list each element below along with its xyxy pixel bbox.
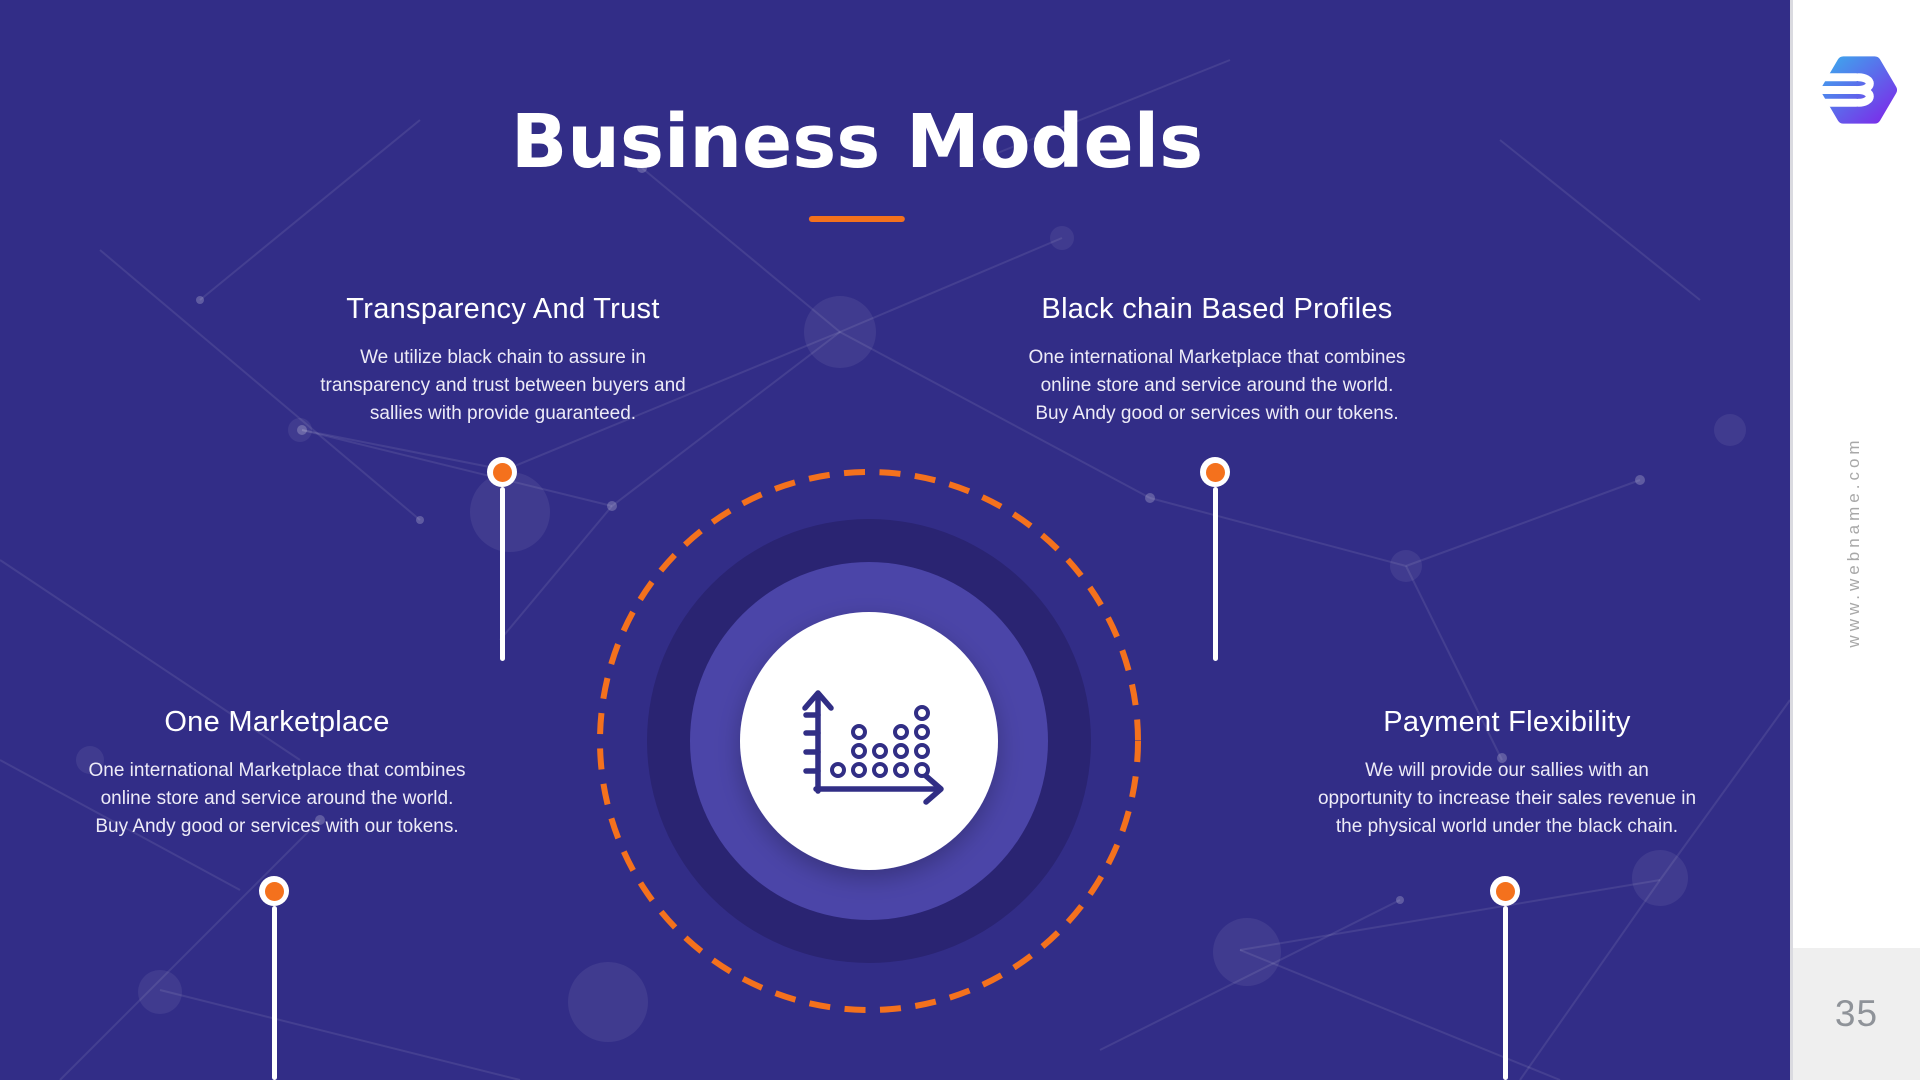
slide-main-area: Business Models <box>0 0 1790 1080</box>
marker-stem-line <box>272 906 277 1080</box>
website-url-vertical: www.webname.com <box>1844 436 1863 648</box>
callout-text-line: sallies with provide guaranteed. <box>369 403 637 424</box>
hexagon-b-logo-icon <box>1818 56 1897 124</box>
callout-text-line: online store and service around the worl… <box>1040 375 1394 396</box>
callout-title: Payment Flexibility <box>1383 706 1631 738</box>
callout-text-line: We will provide our sallies with an <box>1365 760 1649 781</box>
marker-dot-icon <box>487 457 517 487</box>
callout-text-line: Buy Andy good or services with our token… <box>1035 403 1399 424</box>
callout-text-line: transparency and trust between buyers an… <box>320 375 686 396</box>
center-graphic <box>597 469 1141 1013</box>
callout-title: Transparency And Trust <box>346 293 660 325</box>
callout-title: One Marketplace <box>164 706 390 738</box>
marker-stem-line <box>500 487 505 661</box>
callout-transparency-and-trust: Transparency And Trust We utilize black … <box>203 291 803 428</box>
dashed-orange-circle <box>597 469 1141 1013</box>
callout-title: Black chain Based Profiles <box>1041 293 1393 325</box>
dot-chart-icon <box>802 690 944 805</box>
marker-dot-icon <box>259 876 289 906</box>
callout-text-line: online store and service around the worl… <box>100 788 454 809</box>
callout-text-line: One international Marketplace that combi… <box>1028 347 1406 368</box>
callout-text-line: We utilize black chain to assure in <box>360 347 646 368</box>
page-number: 35 <box>1834 993 1879 1034</box>
marker-core <box>492 462 512 482</box>
callout-text-line: opportunity to increase their sales reve… <box>1317 788 1697 809</box>
network-background-pattern <box>0 59 1790 1080</box>
callout-text-line: Buy Andy good or services with our token… <box>95 816 459 837</box>
marker-dot-icon <box>1490 876 1520 906</box>
sidebar-footer: 35 <box>1793 948 1920 1080</box>
right-sidebar: www.webname.com 35 <box>1790 0 1920 1080</box>
marker-stem-line <box>1213 487 1218 661</box>
callout-payment-flexibility: Payment Flexibility We will provide our … <box>1207 704 1790 841</box>
marker-core <box>1205 462 1225 482</box>
callout-text-line: One international Marketplace that combi… <box>88 760 466 781</box>
marker-core <box>1495 881 1515 901</box>
white-center-circle <box>740 612 998 870</box>
marker-core <box>264 881 284 901</box>
page-title: Business Models <box>510 99 1204 185</box>
callout-one-marketplace: One Marketplace One international Market… <box>0 704 577 841</box>
callout-text-line: the physical world under the black chain… <box>1335 816 1679 837</box>
title-underline <box>809 216 905 222</box>
marker-stem-line <box>1503 906 1508 1080</box>
marker-dot-icon <box>1200 457 1230 487</box>
callout-black-chain-based-profiles: Black chain Based Profiles One internati… <box>917 291 1517 428</box>
